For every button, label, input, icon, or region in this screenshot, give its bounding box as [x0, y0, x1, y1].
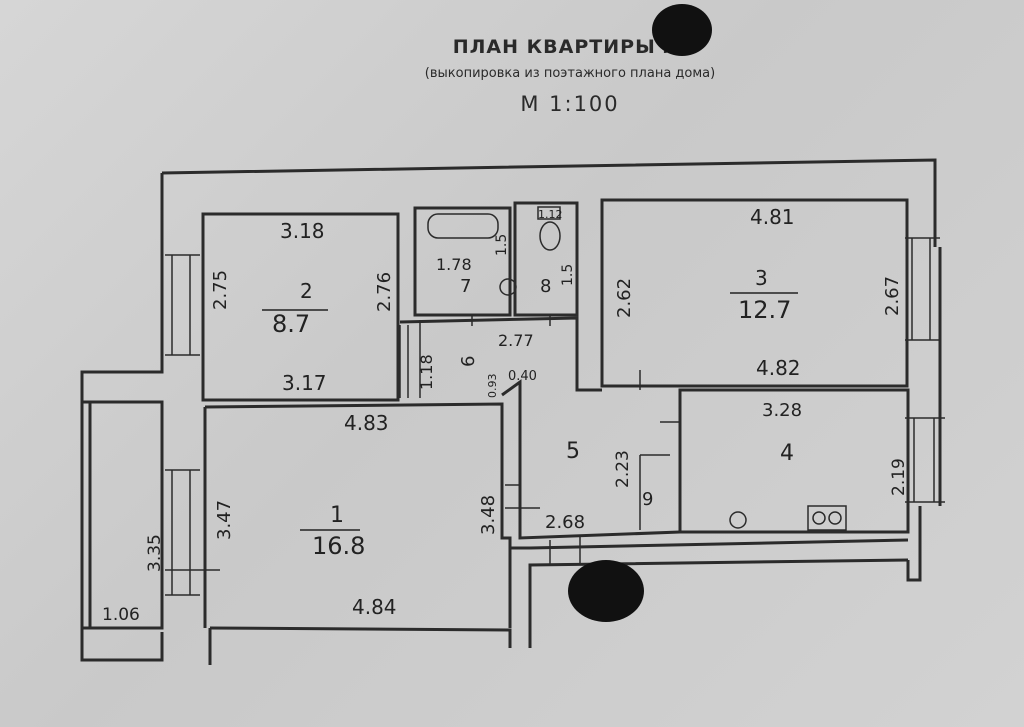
- room-2-area: 8.7: [272, 310, 310, 338]
- dim-room-1-top: 4.83: [344, 411, 389, 435]
- redaction-mark: [568, 560, 644, 622]
- room-3-number: 3: [755, 266, 768, 290]
- dim-corridor-width: 0.93: [486, 374, 499, 399]
- dim-room-2-left: 2.75: [210, 270, 231, 310]
- dim-balcony-width: 1.06: [102, 605, 140, 625]
- toilet-icon: [539, 221, 561, 251]
- dim-room-1-left: 3.47: [214, 500, 235, 540]
- bathtub-icon: [427, 213, 499, 239]
- dim-corridor-length: 2.77: [498, 331, 534, 350]
- burner-icon: [828, 511, 842, 525]
- room-7-number: 7: [460, 276, 471, 297]
- dim-bath-width: 1.78: [436, 255, 472, 274]
- room-3-area: 12.7: [738, 296, 791, 324]
- dim-corridor-height: 1.18: [417, 354, 436, 390]
- dim-kitchen-top: 3.28: [762, 400, 802, 421]
- burner-icon: [812, 511, 826, 525]
- dim-wc-top: 1.12: [538, 208, 563, 221]
- dim-room-3-top: 4.81: [750, 205, 795, 229]
- dim-room-3-right: 2.67: [882, 276, 903, 316]
- window-marks: [165, 237, 945, 596]
- dim-room-2-bottom: 3.17: [282, 371, 327, 395]
- redaction-mark: [652, 4, 712, 56]
- room-8-number: 8: [540, 276, 551, 297]
- room-1-number: 1: [330, 503, 344, 528]
- room-2-number: 2: [300, 279, 313, 303]
- stove-icon: [807, 505, 847, 531]
- plan-subtitle: (выкопировка из поэтажного плана дома): [424, 66, 716, 81]
- dim-room-1-bottom: 4.84: [352, 595, 397, 619]
- fixtures: [427, 206, 847, 531]
- walls: [80, 158, 942, 665]
- plan-title: ПЛАН КВАРТИРЫ №: [452, 36, 688, 58]
- dim-balcony-height: 3.35: [145, 534, 165, 572]
- sink-icon: [499, 278, 517, 296]
- plan-scale: М 1:100: [520, 92, 620, 116]
- dim-room-2-top: 3.18: [280, 219, 325, 243]
- room-1-area: 16.8: [312, 532, 365, 560]
- dim-wc-height: 1.5: [560, 264, 576, 286]
- toilet-tank-icon: [537, 206, 561, 220]
- room-5-number: 5: [566, 439, 580, 464]
- dim-room-3-bottom: 4.82: [756, 356, 801, 380]
- dim-corridor-gap: 0.40: [508, 369, 537, 384]
- room-6-number: 6: [458, 356, 479, 367]
- kitchen-sink-icon: [729, 511, 747, 529]
- dim-room-2-right: 2.76: [374, 272, 395, 312]
- dim-hall-bottom: 2.68: [545, 512, 585, 533]
- dim-hall-height: 2.23: [613, 450, 633, 488]
- dim-kitchen-right: 2.19: [889, 458, 909, 496]
- room-4-number: 4: [780, 441, 794, 466]
- room-9-number: 9: [642, 489, 653, 510]
- dim-bath-height: 1.5: [494, 234, 510, 256]
- dim-room-3-left: 2.62: [614, 278, 635, 318]
- dim-room-1-right: 3.48: [478, 495, 499, 535]
